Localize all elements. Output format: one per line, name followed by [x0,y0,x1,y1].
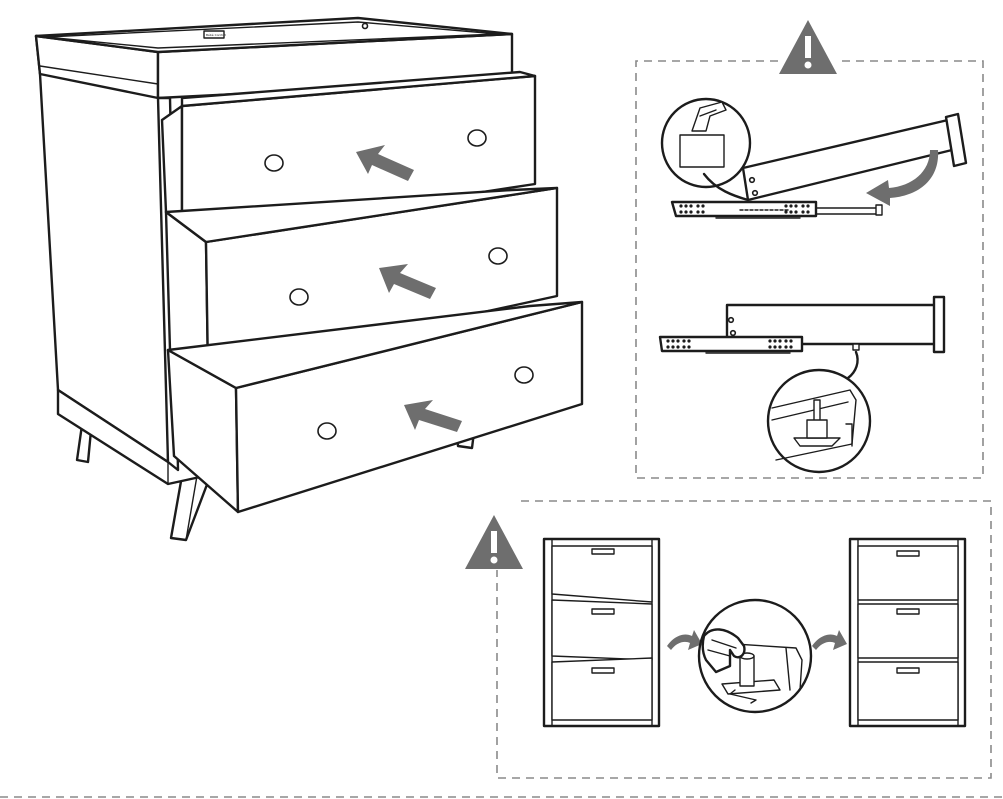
drawer-knob [488,247,508,265]
drawer-knob [264,154,284,172]
runner-rail-lower [658,335,935,354]
warning-triangle-icon [465,515,523,569]
top-tray-top [34,16,514,54]
runner-rail-upper [670,200,883,219]
push-arrow-icon [356,145,414,181]
curved-arrow-icon [866,150,939,206]
drawer-alignment-detail-panel [465,500,992,779]
drawer-knob [289,288,309,306]
drawer-middle [164,186,559,374]
brand-label: Bébé Confort [206,33,227,37]
adjuster-detail-magnifier [697,598,813,714]
dresser-illustration: Bébé Confort [34,16,584,542]
push-arrow-icon [404,400,462,432]
drawer-bottom [166,300,584,514]
hook-detail-magnifier [660,97,752,202]
clip-detail-magnifier [766,368,872,474]
drawer-knob [514,366,534,384]
tray-screw [361,22,369,30]
cabinet-aligned [848,537,967,728]
curved-arrow-icon [667,630,702,650]
push-arrow-icon [379,264,436,299]
drawer-side-tilted [741,112,968,202]
drawer-knob [317,422,337,440]
warning-triangle-icon [779,20,837,74]
curved-arrow-icon [812,630,847,650]
side-panel [34,34,170,464]
brand-plate [203,30,225,39]
drawer-runner-detail-panel [635,20,984,479]
cabinet-misaligned [542,537,661,728]
drawer-side-seated [725,295,946,354]
drawer-knob [467,129,487,147]
